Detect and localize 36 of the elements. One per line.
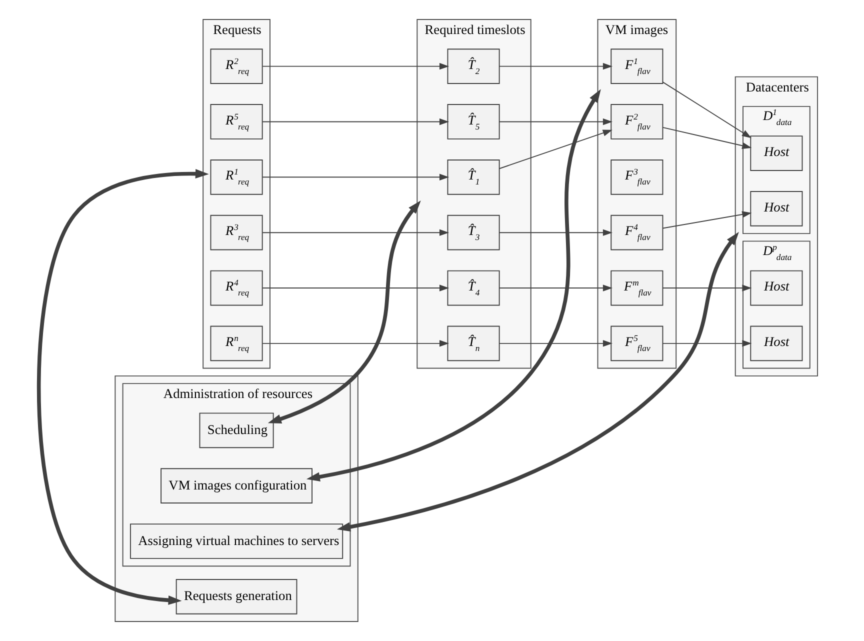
node-box: T̂$_{2}$ bbox=[447, 48, 500, 84]
arrow bbox=[662, 82, 752, 138]
arrow bbox=[262, 118, 450, 126]
cluster bbox=[114, 375, 358, 622]
arrow bbox=[268, 200, 421, 424]
arrow bbox=[662, 340, 752, 347]
arrow bbox=[498, 284, 612, 292]
node-box: Host bbox=[750, 270, 803, 306]
arrow bbox=[36, 169, 209, 605]
arrow bbox=[262, 62, 450, 70]
node-box: Host bbox=[750, 136, 803, 171]
arrow bbox=[662, 284, 752, 292]
node-box: Host bbox=[750, 191, 803, 226]
node-box: T̂$_{3}$ bbox=[447, 214, 500, 250]
arrow bbox=[498, 118, 612, 126]
node-box: T̂$_{5}$ bbox=[447, 104, 500, 140]
arrow bbox=[262, 340, 450, 347]
arrow bbox=[498, 62, 612, 70]
arrow bbox=[662, 211, 752, 229]
node-box: T̂$_{1}$ bbox=[447, 159, 500, 195]
node-box: Requests generation bbox=[176, 578, 298, 614]
arrow bbox=[262, 284, 450, 292]
node-box: VM images configuration bbox=[160, 468, 312, 504]
arrow bbox=[662, 126, 752, 149]
node-box: Host bbox=[750, 326, 803, 362]
arrow bbox=[498, 340, 612, 347]
arrow bbox=[498, 130, 612, 170]
arrow bbox=[336, 232, 739, 532]
node-box: T̂$_{4}$ bbox=[447, 270, 500, 306]
arrow bbox=[262, 229, 450, 236]
arrow bbox=[498, 229, 612, 236]
node-box: Scheduling bbox=[199, 412, 274, 448]
arrow bbox=[306, 89, 601, 482]
node-box: Assigning virtual machines to servers bbox=[130, 524, 344, 559]
arrow bbox=[262, 174, 450, 180]
node-box: T̂$_{n}$ bbox=[447, 326, 500, 362]
